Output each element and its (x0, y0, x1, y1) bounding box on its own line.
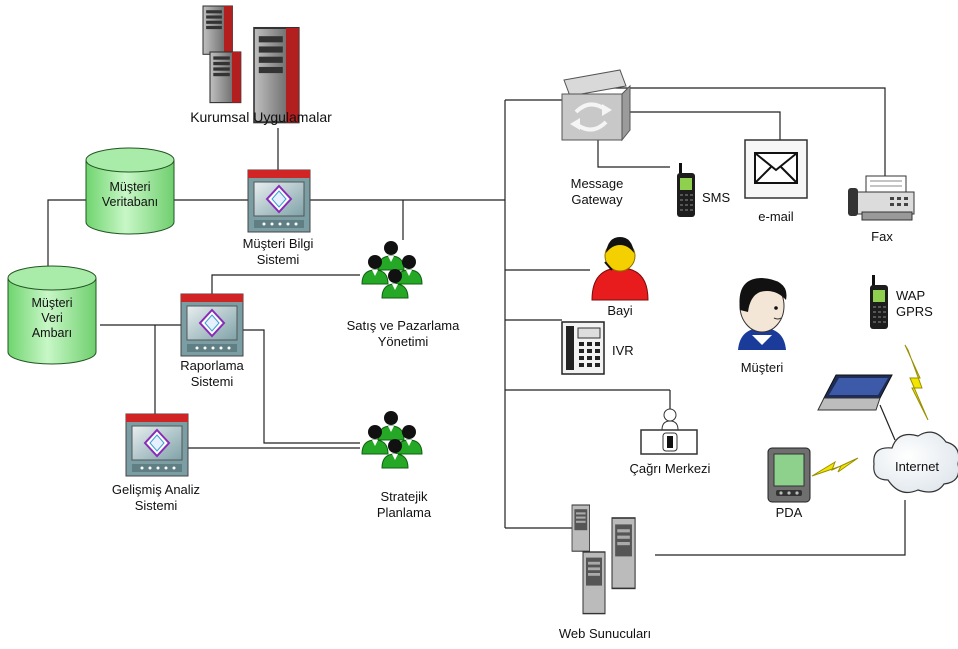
customer-db-label-line1: Müşteri (109, 180, 151, 194)
desk-phone-icon (561, 321, 605, 375)
server-tower-icon (582, 551, 606, 615)
advanced-analysis-line1: Gelişmiş Analiz (111, 482, 201, 497)
call-center-label: Çağrı Merkezi (629, 461, 711, 476)
lightning-icon (904, 344, 929, 421)
mobile-phone-icon (870, 275, 888, 329)
cloud-icon (873, 431, 958, 493)
server-tower-icon (611, 517, 636, 590)
customer-info-system-line2: Sistemi (256, 252, 300, 267)
strategic-planning-line2: Planlama (376, 505, 432, 520)
advanced-analysis-line2: Sistemi (134, 498, 178, 513)
customer-info-system-label: Müşteri Bilgi Sistemi (222, 236, 334, 268)
customer-db-label-line2: Veritabanı (101, 195, 159, 209)
laptop-icon (817, 374, 893, 411)
mobile-phone-icon (677, 163, 695, 217)
pda-icon (767, 447, 811, 503)
enterprise-apps-label: Kurumsal Uygulamalar (190, 109, 332, 125)
message-gateway-line2: Gateway (571, 192, 623, 207)
connection-lines (47, 87, 906, 556)
pda-label: PDA (775, 505, 803, 520)
enterprise-servers (202, 5, 300, 124)
customer-label: Müşteri (740, 360, 784, 375)
internet-label: Internet (894, 459, 940, 474)
advanced-analysis-label: Gelişmiş Analiz Sistemi (86, 482, 226, 514)
customer-dw-label: Müşteri Veri Ambarı (8, 296, 96, 341)
server-tower-icon (202, 5, 233, 55)
application-window-icon (180, 293, 244, 357)
customer-dw-label-line2: Veri (41, 311, 63, 325)
reporting-system-line1: Raporlama (180, 358, 244, 373)
sales-marketing-line2: Yönetimi (377, 334, 429, 349)
customer-info-system-line1: Müşteri Bilgi (242, 236, 314, 251)
message-gateway-label: Message Gateway (552, 176, 642, 208)
database-cylinder-icon (7, 265, 97, 365)
fax-label: Fax (871, 229, 893, 244)
user-group-icon (362, 411, 422, 468)
wap-gprs-label: WAP GPRS (896, 288, 948, 320)
envelope-icon (744, 139, 808, 199)
sales-marketing-label: Satış ve Pazarlama Yönetimi (318, 318, 488, 350)
dealer-label: Bayi (607, 303, 633, 318)
call-center-icon (640, 408, 698, 455)
ivr-label: IVR (612, 343, 634, 358)
web-servers (571, 504, 636, 615)
user-group-icon (362, 241, 422, 298)
web-servers-label: Web Sunucuları (558, 626, 652, 641)
application-window-icon (125, 413, 189, 477)
person-icon (591, 237, 649, 301)
database-cylinder-icon (85, 147, 175, 235)
strategic-planning-line1: Stratejik (380, 489, 428, 504)
message-gateway-icon (561, 69, 631, 142)
server-tower-icon (209, 51, 242, 104)
gprs-label: GPRS (896, 304, 933, 319)
customer-dw-label-line1: Müşteri (31, 296, 73, 310)
server-tower-icon (571, 504, 591, 552)
strategic-planning-label: Stratejik Planlama (344, 489, 464, 521)
application-window-icon (247, 169, 311, 233)
reporting-system-line2: Sistemi (190, 374, 234, 389)
sms-label: SMS (702, 190, 731, 205)
customer-db-label: Müşteri Veritabanı (86, 180, 174, 210)
wap-label: WAP (896, 288, 926, 303)
person-icon (738, 278, 787, 350)
message-gateway-line1: Message (570, 176, 624, 191)
email-label: e-mail (758, 209, 794, 224)
customer-dw-label-line3: Ambarı (31, 326, 73, 340)
lightning-icon (811, 457, 859, 477)
reporting-system-label: Raporlama Sistemi (160, 358, 264, 390)
fax-machine-icon (848, 175, 915, 221)
sales-marketing-line1: Satış ve Pazarlama (346, 318, 460, 333)
